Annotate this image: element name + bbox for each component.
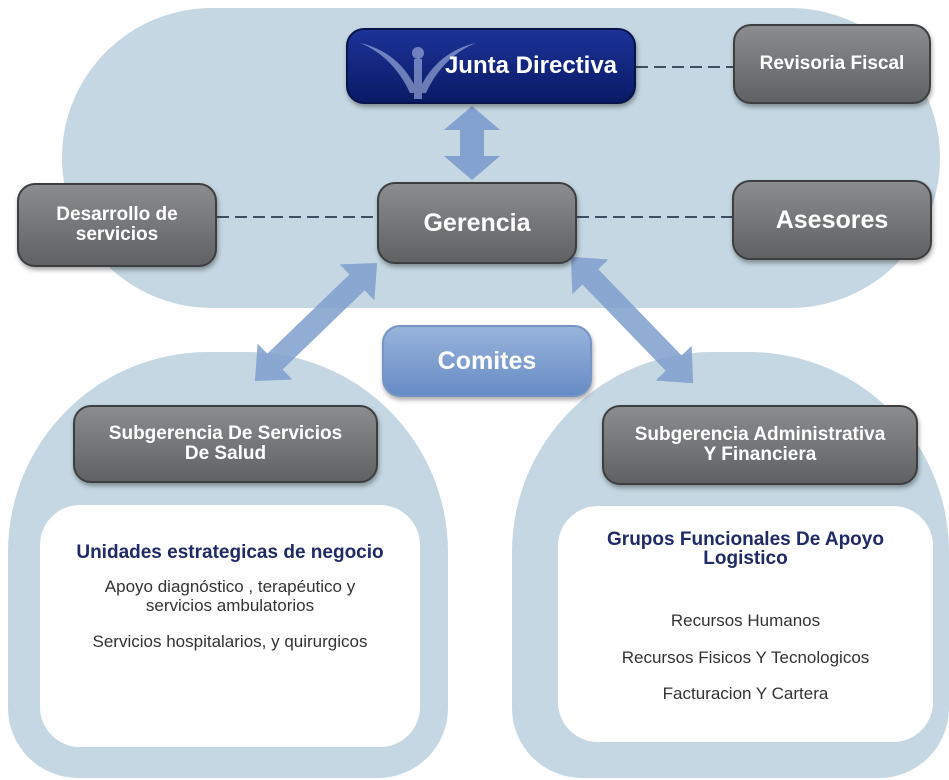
- unidades-item: Servicios hospitalarios, y quirurgicos: [92, 632, 368, 652]
- subgerencia-salud-label: Subgerencia De Servicios De Salud: [108, 423, 343, 464]
- winged-logo-icon: [360, 43, 476, 99]
- revisoria-fiscal-label: Revisoria Fiscal: [759, 53, 905, 75]
- subgerencia-admin-label: Subgerencia Administrativa Y Financiera: [634, 424, 886, 465]
- gerencia-label: Gerencia: [423, 208, 531, 237]
- revisoria-fiscal-box: Revisoria Fiscal: [733, 24, 931, 104]
- gerencia-admin-arrow: [570, 256, 694, 384]
- subgerencia-admin-box: Subgerencia Administrativa Y Financiera: [602, 405, 918, 485]
- grupos-item: Recursos Humanos: [670, 611, 821, 630]
- unidades-card: Unidades estrategicas de negocio Apoyo d…: [40, 505, 420, 747]
- desarrollo-servicios-label: Desarrollo de servicios: [56, 204, 178, 245]
- unidades-item: Apoyo diagnóstico , terapéutico y servic…: [104, 577, 356, 615]
- asesores-label: Asesores: [775, 205, 889, 234]
- gerencia-salud-arrow: [254, 262, 378, 382]
- asesores-box: Asesores: [732, 180, 932, 260]
- gerencia-box: Gerencia: [377, 182, 577, 264]
- grupos-item: Facturacion Y Cartera: [662, 684, 829, 704]
- junta-gerencia-arrow: [444, 106, 500, 180]
- grupos-heading: Grupos Funcionales De Apoyo Logistico: [607, 529, 884, 569]
- junta-directiva-box: Junta Directiva: [346, 28, 636, 104]
- comites-label: Comites: [437, 346, 537, 375]
- grupos-item: Recursos Fisicos Y Tecnologicos: [621, 647, 870, 667]
- junta-directiva-label: Junta Directiva: [444, 52, 618, 80]
- subgerencia-salud-box: Subgerencia De Servicios De Salud: [73, 405, 378, 483]
- comites-box: Comites: [382, 325, 592, 397]
- grupos-card: Grupos Funcionales De Apoyo Logistico Re…: [558, 506, 933, 742]
- unidades-heading: Unidades estrategicas de negocio: [76, 542, 384, 563]
- desarrollo-servicios-box: Desarrollo de servicios: [17, 183, 217, 267]
